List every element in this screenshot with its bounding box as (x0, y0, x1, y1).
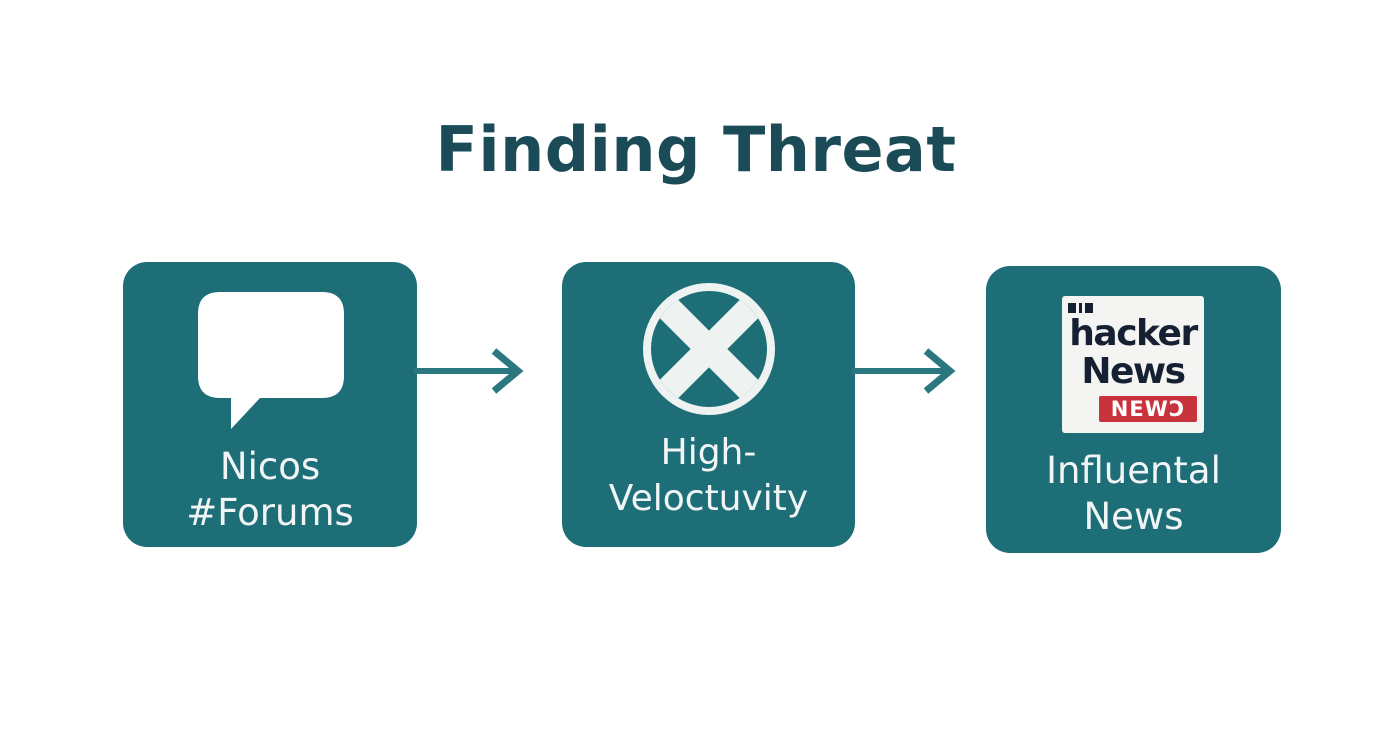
step-label-line-2: #Forums (186, 491, 354, 534)
step-card-news: hacker News NEWƆ Influental News (986, 266, 1281, 553)
flow-arrow-2 (852, 345, 958, 397)
step-label-line-1: High- (660, 432, 757, 473)
x-circle-icon (642, 282, 776, 416)
news-logo-badge: hacker News NEWƆ (1062, 296, 1204, 433)
step-label-velocity: High- Veloctuvity (562, 430, 855, 522)
flow-arrow-1 (414, 345, 526, 397)
step-label-line-2: News (1083, 495, 1184, 538)
step-label-forums: Nicos #Forums (123, 444, 417, 536)
step-label-line-1: Influental (1046, 449, 1221, 492)
news-logo-tag: NEWƆ (1099, 396, 1197, 422)
step-label-news: Influental News (986, 448, 1281, 540)
news-logo-dots (1068, 303, 1093, 313)
news-logo-line-1: hacker (1069, 313, 1198, 354)
step-card-forums: Nicos #Forums (123, 262, 417, 547)
diagram-title: Finding Threat (435, 113, 957, 186)
step-label-line-2: Veloctuvity (608, 478, 809, 519)
chat-bubble-icon (198, 292, 344, 434)
hacker-news-logo: hacker News NEWƆ (1062, 296, 1204, 433)
chat-bubble-shape (198, 292, 344, 429)
news-logo-line-2: News (1081, 351, 1186, 392)
step-card-velocity: High- Veloctuvity (562, 262, 855, 547)
step-label-line-1: Nicos (219, 445, 321, 488)
